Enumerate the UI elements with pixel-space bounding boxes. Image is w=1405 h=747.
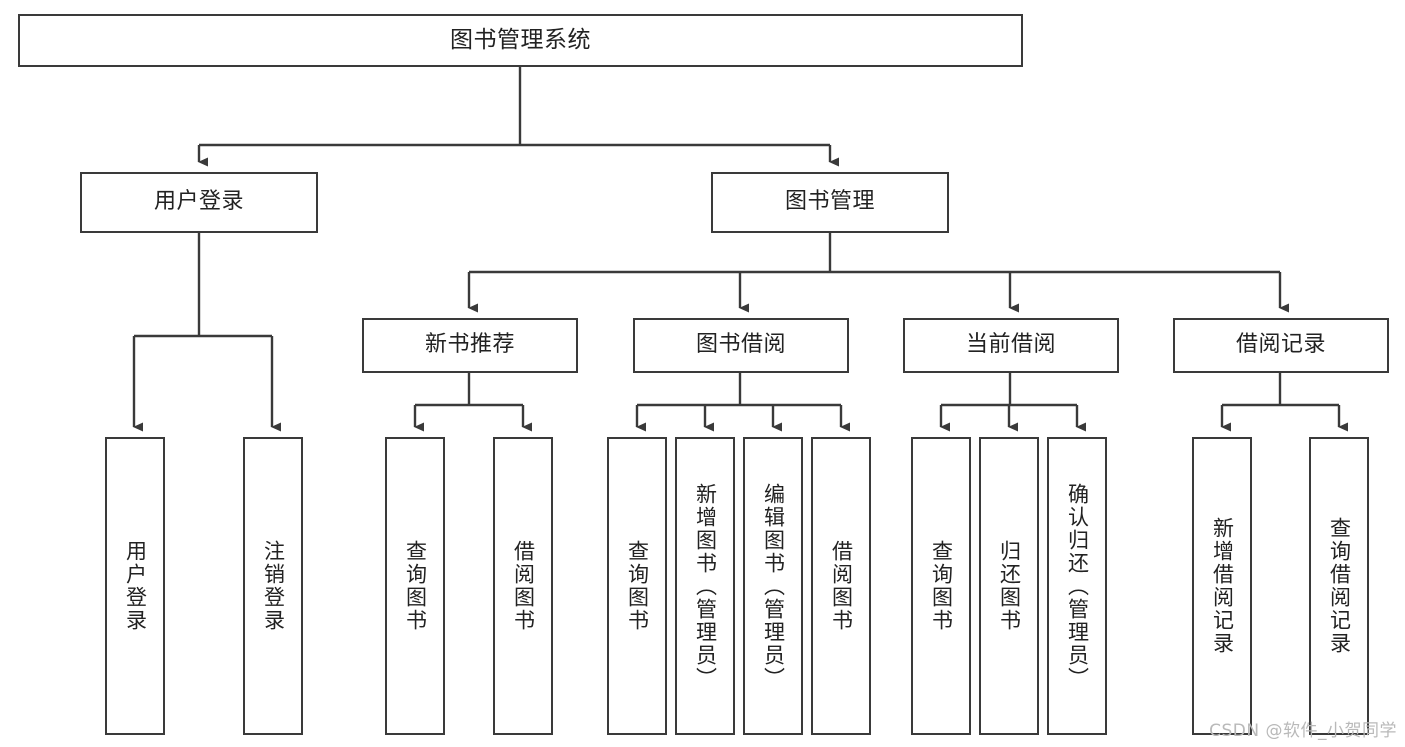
node-current-borrow-label: 当前借阅 xyxy=(965,332,1056,358)
node-book-borrow[interactable]: 图书借阅 xyxy=(633,318,849,373)
leaf-current-return-book-label: 归还图书 xyxy=(997,540,1022,632)
leaf-borrow-edit-book-admin-label: 编辑图书（管理员） xyxy=(761,482,786,690)
leaf-user-login-label: 用户登录 xyxy=(123,540,148,632)
node-borrow-records[interactable]: 借阅记录 xyxy=(1173,318,1389,373)
leaf-logout[interactable]: 注销登录 xyxy=(243,437,303,735)
leaf-current-confirm-return-admin-label: 确认归还（管理员） xyxy=(1065,482,1090,690)
leaf-user-login[interactable]: 用户登录 xyxy=(105,437,165,735)
node-new-book-recommend[interactable]: 新书推荐 xyxy=(362,318,578,373)
leaf-records-add-record-label: 新增借阅记录 xyxy=(1210,517,1235,655)
leaf-records-query-record[interactable]: 查询借阅记录 xyxy=(1309,437,1369,735)
leaf-newbook-query-book[interactable]: 查询图书 xyxy=(385,437,445,735)
leaf-borrow-borrow-book-label: 借阅图书 xyxy=(829,540,854,632)
node-user-login[interactable]: 用户登录 xyxy=(80,172,318,233)
node-root-label: 图书管理系统 xyxy=(450,26,591,53)
leaf-newbook-borrow-book[interactable]: 借阅图书 xyxy=(493,437,553,735)
node-book-management[interactable]: 图书管理 xyxy=(711,172,949,233)
leaf-borrow-query-book-label: 查询图书 xyxy=(625,540,650,632)
leaf-current-query-book[interactable]: 查询图书 xyxy=(911,437,971,735)
leaf-borrow-query-book[interactable]: 查询图书 xyxy=(607,437,667,735)
leaf-borrow-add-book-admin-label: 新增图书（管理员） xyxy=(693,482,718,690)
leaf-borrow-add-book-admin[interactable]: 新增图书（管理员） xyxy=(675,437,735,735)
node-borrow-records-label: 借阅记录 xyxy=(1235,332,1326,358)
leaf-current-return-book[interactable]: 归还图书 xyxy=(979,437,1039,735)
node-book-borrow-label: 图书借阅 xyxy=(695,332,786,358)
node-current-borrow[interactable]: 当前借阅 xyxy=(903,318,1119,373)
node-root[interactable]: 图书管理系统 xyxy=(18,14,1023,67)
leaf-logout-label: 注销登录 xyxy=(261,540,286,632)
node-book-management-label: 图书管理 xyxy=(784,189,875,215)
node-new-book-recommend-label: 新书推荐 xyxy=(424,332,515,358)
leaf-borrow-borrow-book[interactable]: 借阅图书 xyxy=(811,437,871,735)
leaf-current-query-book-label: 查询图书 xyxy=(929,540,954,632)
leaf-newbook-borrow-book-label: 借阅图书 xyxy=(511,540,536,632)
leaf-current-confirm-return-admin[interactable]: 确认归还（管理员） xyxy=(1047,437,1107,735)
node-user-login-label: 用户登录 xyxy=(153,189,244,215)
leaf-borrow-edit-book-admin[interactable]: 编辑图书（管理员） xyxy=(743,437,803,735)
leaf-newbook-query-book-label: 查询图书 xyxy=(403,540,428,632)
leaf-records-add-record[interactable]: 新增借阅记录 xyxy=(1192,437,1252,735)
leaf-records-query-record-label: 查询借阅记录 xyxy=(1327,517,1352,655)
